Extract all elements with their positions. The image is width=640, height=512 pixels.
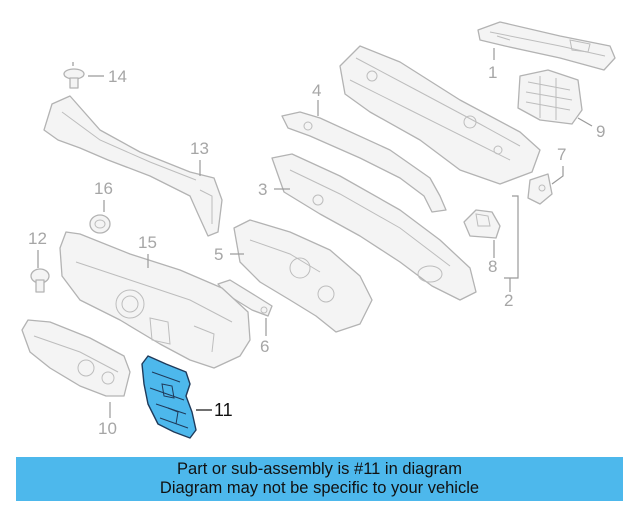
part-9-vent-grille[interactable]	[517, 69, 583, 125]
part-1-cowl-rail[interactable]	[477, 21, 616, 71]
callout-10: 10	[98, 419, 117, 438]
callout-14: 14	[108, 67, 127, 86]
callout-6: 6	[260, 337, 269, 356]
part-7-bracket[interactable]	[527, 173, 553, 205]
callout-4: 4	[312, 81, 321, 100]
callout-13: 13	[190, 139, 209, 158]
part-11-highlighted-insulator[interactable]	[141, 355, 197, 439]
banner-line-1: Part or sub-assembly is #11 in diagram	[177, 460, 462, 478]
part-15-dash-silencer[interactable]	[59, 231, 251, 369]
callout-11: 11	[214, 400, 233, 420]
callout-16: 16	[94, 179, 113, 198]
part-10-lower-insulator[interactable]	[21, 319, 131, 397]
callout-15: 15	[138, 233, 157, 252]
callout-3: 3	[258, 180, 267, 199]
info-banner: Part or sub-assembly is #11 in diagram D…	[16, 457, 623, 501]
callout-1: 1	[488, 63, 497, 82]
part-14-clip[interactable]	[63, 68, 85, 89]
part-16-grommet[interactable]	[89, 214, 111, 234]
part-12-fastener[interactable]	[30, 268, 50, 293]
part-13-crossbar[interactable]	[43, 95, 223, 237]
part-5-dash-insulator[interactable]	[233, 219, 373, 333]
leader-lines	[37, 48, 593, 418]
part-4-cowl-panel[interactable]	[281, 45, 541, 213]
part-3-lower-cowl[interactable]	[271, 153, 477, 301]
callout-7: 7	[557, 145, 566, 164]
part-8-mount[interactable]	[463, 209, 501, 239]
callout-2: 2	[504, 291, 513, 310]
callout-12: 12	[28, 229, 47, 248]
callout-9: 9	[596, 122, 605, 141]
callout-5: 5	[214, 245, 223, 264]
callout-labels: 1 2 3 4 5 6 7 8 9 10 11 12 13 14 15 16	[28, 63, 605, 438]
callout-8: 8	[488, 257, 497, 276]
banner-line-2: Diagram may not be specific to your vehi…	[159, 479, 480, 497]
parts-diagram: 1 2 3 4 5 6 7 8 9 10 11 12 13 14 15 16	[21, 21, 616, 439]
